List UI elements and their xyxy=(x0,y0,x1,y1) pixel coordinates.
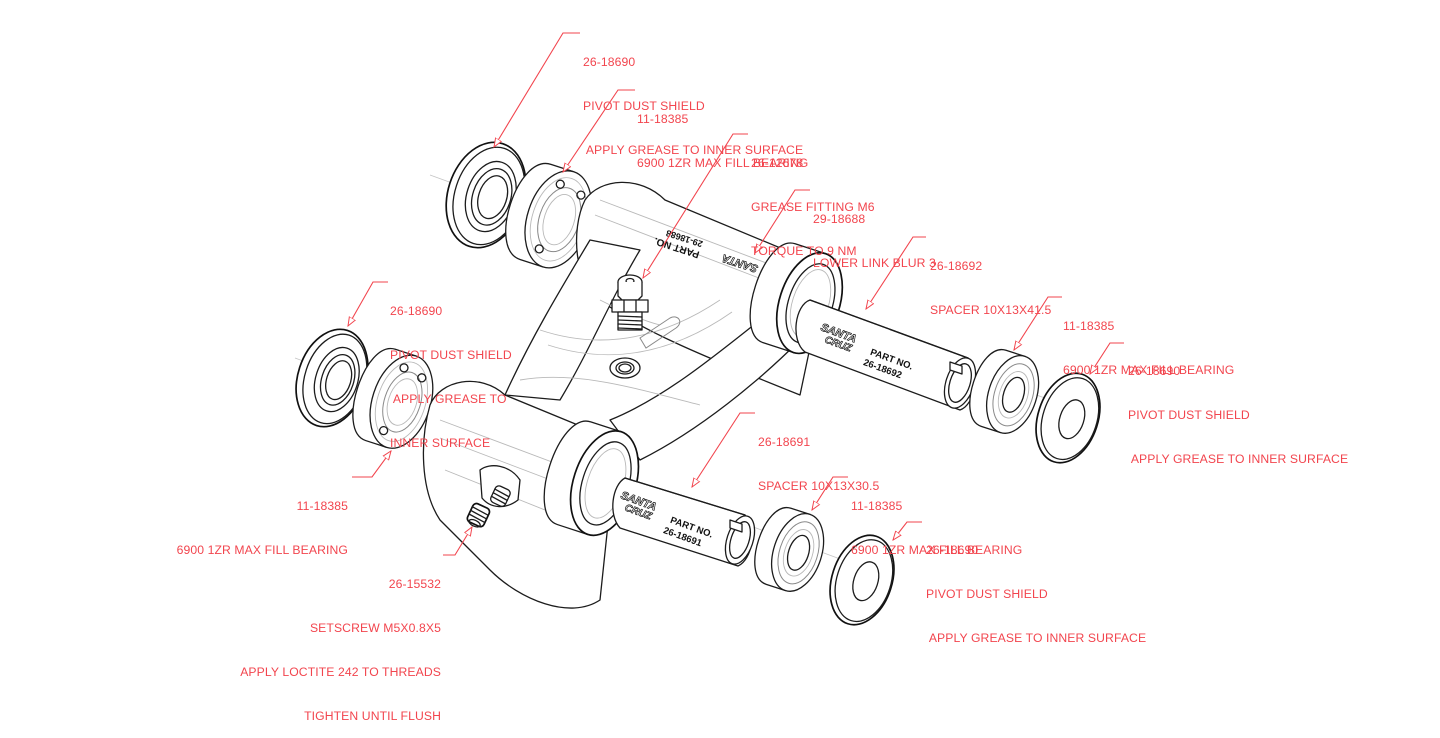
leader-spacer-long xyxy=(866,236,926,309)
leader-spacer-short xyxy=(692,412,755,487)
callout-line: GREASE FITTING M6 xyxy=(751,199,875,214)
callout-spacer-long: 26-18692 SPACER 10X13X41.5 xyxy=(930,230,1051,332)
leader-grease-fitting xyxy=(643,133,748,278)
callout-line: 6900 1ZR MAX FILL BEARING xyxy=(176,542,348,557)
bearing-top-left xyxy=(505,162,593,269)
callout-part-no: 11-18385 xyxy=(637,112,689,127)
callout-part-no: 26-18690 xyxy=(926,543,979,558)
dust-shield-right-lower xyxy=(829,534,895,626)
callout-line: TORQUE TO 9 NM xyxy=(751,243,857,258)
callout-dust-shield-right-lower: 26-18690 PIVOT DUST SHIELD APPLY GREASE … xyxy=(926,514,1146,660)
callout-bearing-top-left: 11-18385 6900 1ZR MAX FILL BEARING xyxy=(637,83,808,185)
callout-part-no: 11-18385 xyxy=(851,499,903,514)
threaded-hole xyxy=(609,357,641,379)
callout-line: 6900 1ZR MAX FILL BEARING xyxy=(637,155,809,170)
callout-bearing-left-lower: 11-18385 6900 1ZR MAX FILL BEARING xyxy=(177,470,348,572)
spacer-long: SANTA CRUZ PART NO. 26-18692 xyxy=(795,299,977,411)
callout-line: APPLY GREASE TO xyxy=(390,391,507,406)
callout-bearing-right-upper: 11-18385 6900 1ZR MAX FILL BEARING xyxy=(1063,290,1234,392)
callout-line: APPLY GREASE TO INNER SURFACE xyxy=(926,630,1147,645)
dust-shield-right-upper xyxy=(1035,372,1101,464)
leader-bearing-right-upper xyxy=(1014,296,1062,350)
callout-line: SPACER 10X13X41.5 xyxy=(930,302,1052,317)
callout-part-no: 11-18385 xyxy=(1063,319,1115,334)
leader-lines xyxy=(348,32,1124,556)
leader-lower-link xyxy=(755,189,810,253)
leader-dust-shield-right-lower xyxy=(893,521,922,540)
callout-line: APPLY LOCTITE 242 TO THREADS xyxy=(240,664,441,679)
callout-line: TIGHTEN UNTIL FLUSH xyxy=(304,708,441,723)
callout-part-no: 26-18691 xyxy=(758,435,811,450)
callout-line: PIVOT DUST SHIELD xyxy=(583,98,705,113)
bearing-right-upper xyxy=(969,349,1040,434)
callout-part-no: 26-18690 xyxy=(390,304,443,319)
bearing-left-lower xyxy=(352,348,434,449)
leader-setscrew xyxy=(443,527,472,556)
leader-bearing-left-lower xyxy=(352,451,391,478)
grease-fitting xyxy=(611,274,649,331)
callout-dust-shield-left-mid: 26-18690 PIVOT DUST SHIELD APPLY GREASE … xyxy=(390,275,512,465)
spacer-short: SANTA CRUZ PART NO. 26-18691 xyxy=(612,477,756,567)
callout-line: APPLY GREASE TO INNER SURFACE xyxy=(583,142,804,157)
callout-part-no: 26-15532 xyxy=(388,577,441,592)
callout-dust-shield-right-upper: 26-18690 PIVOT DUST SHIELD APPLY GREASE … xyxy=(1128,335,1348,481)
callout-part-no: 29-18688 xyxy=(813,212,866,227)
leader-bearing-top-left xyxy=(563,89,635,172)
callout-dust-shield-top-left: 26-18690 PIVOT DUST SHIELD APPLY GREASE … xyxy=(583,26,803,172)
callout-line: PIVOT DUST SHIELD xyxy=(926,586,1048,601)
callout-line: 6900 1ZR MAX FILL BEARING xyxy=(851,542,1023,557)
leader-dust-shield-top-left xyxy=(494,32,580,147)
leader-dust-shield-left-mid xyxy=(348,281,388,326)
callout-line: SPACER 10X13X30.5 xyxy=(758,478,880,493)
callout-part-no: 26-18690 xyxy=(1128,364,1181,379)
callout-part-no: 26-18692 xyxy=(930,259,983,274)
callout-part-no: 11-18385 xyxy=(296,499,348,514)
callout-spacer-short: 26-18691 SPACER 10X13X30.5 xyxy=(758,406,879,508)
callout-lower-link: 29-18688 LOWER LINK BLUR 3 xyxy=(813,183,936,285)
dust-shield-left-mid xyxy=(295,328,369,428)
callout-bearing-right-lower: 11-18385 6900 1ZR MAX FILL BEARING xyxy=(851,470,1022,572)
callout-setscrew: 26-15532 SETSCREW M5X0.8X5 APPLY LOCTITE… xyxy=(240,548,441,738)
callout-line: SETSCREW M5X0.8X5 xyxy=(309,620,441,635)
leader-dust-shield-right-upper xyxy=(1090,342,1124,374)
callout-part-no: 26-18690 xyxy=(583,55,636,70)
callout-line: INNER SURFACE xyxy=(390,435,491,450)
exploded-view-diagram: PART NO. 29-18688 SANTA xyxy=(294,32,1124,626)
callout-line: APPLY GREASE TO INNER SURFACE xyxy=(1128,451,1349,466)
leader-bearing-right-lower xyxy=(812,476,848,510)
setscrew-parts xyxy=(466,485,511,528)
callout-grease-fitting: 26-12678 GREASE FITTING M6 TORQUE TO 9 N… xyxy=(751,127,875,273)
callout-line: PIVOT DUST SHIELD xyxy=(390,347,512,362)
callout-line: PIVOT DUST SHIELD xyxy=(1128,407,1250,422)
callout-line: LOWER LINK BLUR 3 xyxy=(813,255,936,270)
bearing-right-lower xyxy=(754,507,825,592)
callout-part-no: 26-12678 xyxy=(751,156,804,171)
callout-line: 6900 1ZR MAX FILL BEARING xyxy=(1063,362,1235,377)
